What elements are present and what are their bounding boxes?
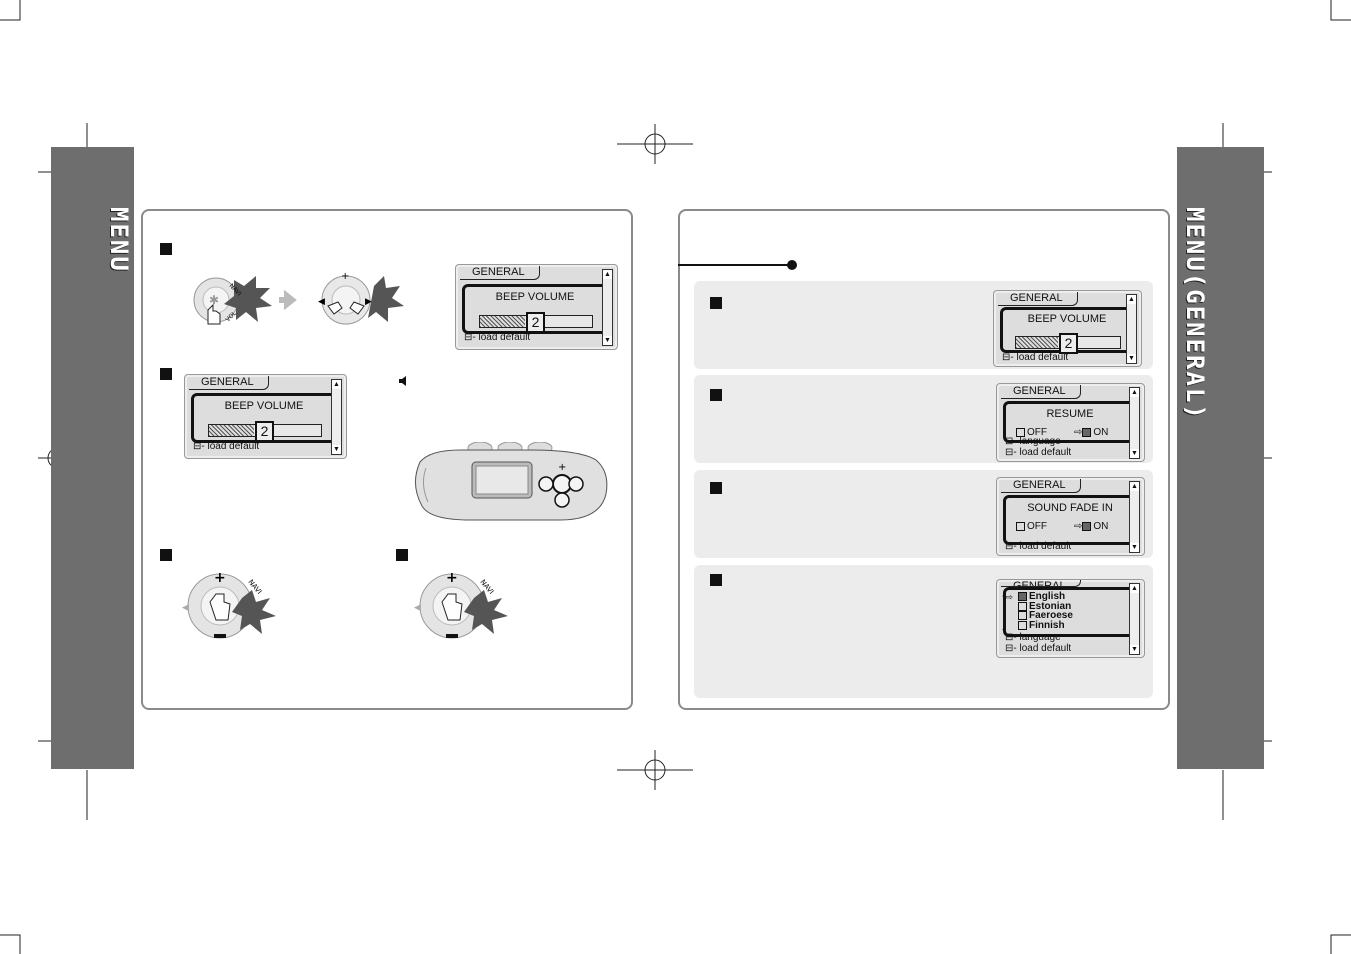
checkbox-icon [1018, 620, 1027, 630]
lcd-load-default: load default [1019, 643, 1072, 654]
square-bullet-icon [710, 482, 722, 494]
square-bullet-icon [160, 368, 172, 380]
hand-pointer-icon [441, 593, 463, 621]
volume-gauge: 2 [208, 421, 322, 442]
checkbox-icon [1082, 521, 1092, 531]
language-item[interactable]: Faeroese [1018, 611, 1073, 621]
lcd-language-screen: GENERAL ↑⇨ ↓ English Estonian Faeroese F… [996, 579, 1145, 658]
lcd-tab-general: GENERAL [1001, 385, 1081, 399]
burst-icon [232, 590, 276, 634]
square-bullet-icon [160, 549, 172, 561]
right-sidebar [1177, 147, 1264, 769]
lcd-load-default: load default [207, 441, 260, 452]
hand-pointer-icon [209, 593, 231, 621]
volume-value: 2 [526, 312, 545, 333]
lcd-tab-general: GENERAL [1001, 580, 1081, 587]
lcd-load-default: load default [478, 332, 531, 343]
square-bullet-icon [710, 297, 722, 309]
language-item[interactable]: English [1018, 592, 1073, 602]
mp3-player-icon: + [415, 442, 608, 521]
square-bullet-icon [396, 549, 408, 561]
language-item[interactable]: Finnish [1018, 621, 1073, 631]
scroll-down-arrow-icon: ▼ [1130, 449, 1139, 458]
scroll-up-arrow-icon: ▲ [603, 270, 612, 279]
right-sidebar-title: MENU(GENERAL) [1181, 207, 1209, 421]
lcd-beep-volume-title: BEEP VOLUME [1027, 313, 1107, 325]
scroll-up-arrow-icon: ▲ [1130, 482, 1139, 491]
lcd-tab-general: GENERAL [998, 292, 1078, 306]
left-sidebar [51, 147, 134, 769]
lcd-resume-screen: GENERAL RESUME OFF ⇨ON ▲ ▼ ⊟- language ⊟… [996, 383, 1145, 462]
svg-text:▶: ▶ [365, 297, 372, 307]
lcd-resume-title: RESUME [1046, 408, 1094, 420]
speaker-icon [399, 376, 406, 386]
lcd-option-on: ON [1093, 521, 1109, 532]
lcd-tab-general: GENERAL [460, 266, 540, 280]
lcd-sound-fade-in-screen: GENERAL SOUND FADE IN OFF ⇨ON ▲ ▼ ⊟- loa… [996, 477, 1145, 556]
left-sidebar-title: MENU [105, 207, 133, 273]
checkbox-icon [1018, 592, 1027, 601]
svg-text:+: + [558, 462, 566, 473]
lcd-sound-fade-in-title: SOUND FADE IN [1027, 502, 1113, 514]
language-item[interactable]: Estonian [1018, 601, 1073, 611]
nav-wheel-volume-illustration-2: + ◀ NAVI [414, 570, 508, 639]
svg-text:+: + [214, 570, 226, 586]
lcd-beep-volume-screen-1: GENERAL BEEP VOLUME 2 ▲ ▼ ⊟- load defaul… [455, 264, 618, 350]
nav-wheel-press-illustration: ✱ NAVI VOL + ◀ ▶ [193, 271, 404, 325]
lcd-option-on: ON [1093, 427, 1109, 438]
checkbox-icon [1082, 427, 1092, 437]
square-bullet-icon [710, 389, 722, 401]
scroll-down-arrow-icon: ▼ [603, 336, 612, 345]
scroll-up-arrow-icon: ▲ [1130, 584, 1139, 593]
hand-pointer-icon [207, 303, 221, 325]
square-bullet-icon [710, 574, 722, 586]
svg-text:◀: ◀ [182, 603, 189, 613]
svg-text:◀: ◀ [414, 603, 421, 613]
lcd-beep-volume-screen-3: GENERAL BEEP VOLUME 2 ▲ ▼ ⊟- load defaul… [993, 290, 1142, 367]
lcd-beep-volume-screen-2: GENERAL BEEP VOLUME 2 ▲ ▼ ⊟- load defaul… [184, 374, 347, 459]
burst-icon [224, 276, 272, 322]
square-bullet-icon [160, 243, 172, 255]
language-list: ↑⇨ ↓ English Estonian Faeroese Finnish [1001, 587, 1137, 637]
nav-wheel-volume-illustration-1: + ◀ NAVI [182, 570, 276, 639]
nav-wheel-icon: + ◀ ▶ [318, 271, 404, 325]
lcd-load-default: load default [1019, 541, 1072, 552]
scroll-up-arrow-icon: ▲ [1127, 295, 1136, 304]
lcd-option-off: OFF [1027, 521, 1047, 532]
svg-text:✱: ✱ [209, 293, 219, 307]
lcd-language: language [1019, 632, 1061, 643]
section-title-line [678, 264, 790, 266]
lcd-tab-general: GENERAL [1001, 479, 1081, 493]
lcd-option-off: OFF [1027, 427, 1047, 438]
svg-text:+: + [446, 570, 458, 586]
scroll-down-arrow-icon: ▼ [1127, 354, 1136, 363]
scroll-up-arrow-icon: ▲ [1130, 388, 1139, 397]
volume-value: 2 [255, 421, 274, 442]
checkbox-icon [1018, 611, 1027, 621]
volume-gauge: 2 [1015, 333, 1121, 354]
scroll-up-arrow-icon: ▲ [332, 380, 341, 389]
checkbox-icon [1016, 427, 1025, 437]
svg-text:◀: ◀ [318, 297, 325, 307]
volume-gauge: 2 [479, 312, 593, 333]
lcd-load-default: load default [1019, 447, 1072, 458]
lcd-tab-general: GENERAL [189, 376, 269, 390]
volume-value: 2 [1059, 333, 1078, 354]
lcd-language: language [1019, 436, 1061, 447]
scroll-down-arrow-icon: ▼ [332, 445, 341, 454]
burst-icon [464, 590, 508, 634]
section-title-bullet [787, 260, 797, 270]
svg-text:+: + [341, 271, 349, 282]
checkbox-icon [1018, 601, 1027, 611]
checkbox-icon [1016, 521, 1025, 531]
lcd-load-default: load default [1016, 352, 1069, 363]
scroll-down-arrow-icon: ▼ [1130, 645, 1139, 654]
scroll-down-arrow-icon: ▼ [1130, 543, 1139, 552]
lcd-beep-volume-title: BEEP VOLUME [495, 291, 575, 303]
lcd-beep-volume-title: BEEP VOLUME [224, 400, 304, 412]
